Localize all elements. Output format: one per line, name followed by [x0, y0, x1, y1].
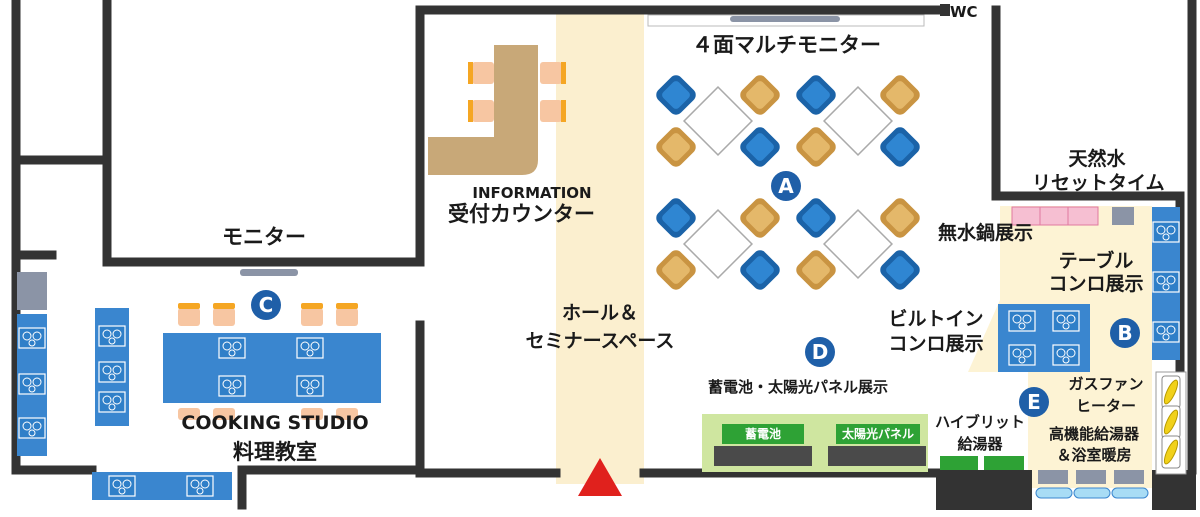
zone-e-badge: E [1019, 387, 1049, 417]
seating-group-4 [793, 195, 922, 292]
bottom-right-wall [936, 470, 1032, 510]
seating-group-3 [653, 195, 782, 292]
entrance-triangle-icon [578, 458, 622, 496]
high-perf-heaters [1035, 470, 1149, 499]
hybrid-heater-2 [984, 456, 1024, 470]
builtin-stove-label-2: コンロ展示 [888, 333, 984, 355]
cooking-studio-label-jp: 料理教室 [233, 440, 317, 464]
hybrid-heater-label-2: 給湯器 [957, 435, 1003, 453]
wc-label: WC [950, 3, 978, 21]
builtin-stove-label-1: ビルトイン [888, 308, 984, 330]
bottom-right-wall-cap [1152, 470, 1196, 510]
cooking-studio-label-en: COOKING STUDIO [181, 412, 369, 434]
multi-monitor-label: ４面マルチモニター [692, 33, 881, 57]
natural-water-label-2: リセットタイム [1032, 172, 1165, 194]
information-label-jp: 受付カウンター [448, 202, 595, 226]
battery-tag: 蓄電池 [722, 424, 804, 444]
studio-monitor [240, 269, 298, 276]
battery-solar-label: 蓄電池・太陽光パネル展示 [708, 378, 889, 396]
table-stove-label-2: コンロ展示 [1048, 273, 1144, 295]
zone-a-badge: A [771, 171, 801, 201]
high-perf-label-2: ＆浴室暖房 [1056, 446, 1132, 464]
gas-fan-label-2: ヒーター [1075, 397, 1136, 415]
studio-grey-unit [17, 272, 47, 310]
waterless-pot-label: 無水鍋展示 [938, 222, 1034, 244]
seating-group-1 [653, 72, 782, 169]
hall-label-1: ホール＆ [561, 302, 638, 324]
hall-corridor [556, 14, 644, 484]
waterless-pot-shelf [1011, 206, 1099, 226]
hall-label-2: セミナースペース [525, 330, 675, 352]
multi-monitor-screen [730, 16, 840, 22]
natural-water-label-1: 天然水 [1068, 148, 1126, 170]
information-counter [428, 45, 538, 175]
zone-b-badge: B [1110, 318, 1140, 348]
hybrid-heater-label-1: ハイブリット [935, 413, 1025, 431]
seating-group-2 [793, 72, 922, 169]
cooking-island [163, 333, 381, 403]
monitor-label: モニター [222, 225, 306, 249]
high-perf-label-1: 高機能給湯器 [1048, 425, 1139, 443]
wc-wall [940, 4, 950, 16]
zone-c-badge: C [251, 290, 281, 320]
table-stove-label-1: テーブル [1058, 250, 1134, 272]
grey-box [1112, 207, 1134, 225]
zone-d-badge: D [805, 337, 835, 367]
solar-tag: 太陽光パネル [836, 424, 920, 444]
hybrid-heater-1 [940, 456, 978, 470]
information-chairs [468, 62, 566, 122]
information-label-en: INFORMATION [472, 184, 592, 202]
gas-fan-label-1: ガスファン [1068, 375, 1144, 393]
studio-stools-bottom [178, 408, 358, 420]
